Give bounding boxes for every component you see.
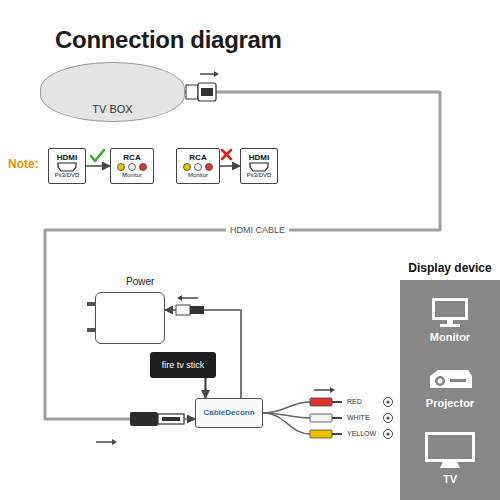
node-label: HDMI [249, 153, 269, 162]
icon-holder [423, 430, 477, 470]
hdmi-port-box: HDMI Ps3/DVD [48, 148, 86, 184]
usb-plug [176, 305, 204, 315]
edge-label: HDMI CABLE [226, 225, 289, 235]
node-label: HDMI [57, 153, 77, 162]
plug-in-connector [205, 378, 207, 398]
direction-arrow [200, 71, 219, 77]
note-label: Note: [8, 158, 39, 172]
direction-arrow [86, 165, 110, 167]
rca-socket-icons [384, 398, 393, 439]
rca-port-box: RCA Monitor [176, 148, 220, 184]
node-label: fire tv stick [162, 360, 205, 370]
rca-cables [263, 398, 342, 438]
check-mark [91, 150, 104, 161]
icon-holder [248, 162, 270, 172]
adapter-prongs [87, 302, 95, 332]
icon-holder [179, 162, 217, 172]
node-label: Power [126, 276, 154, 288]
projector-device: Projector [405, 358, 495, 418]
direction-arrow [314, 387, 335, 393]
converter-box: CableDeconn [195, 398, 263, 428]
direction-arrow [220, 165, 240, 167]
node-label: Projector [426, 397, 474, 410]
direction-arrow [96, 439, 117, 445]
tv-device: TV [405, 424, 495, 492]
fire-tv-stick: fire tv stick [150, 352, 216, 378]
icon-holder [56, 162, 78, 172]
monitor-device: Monitor [405, 290, 495, 350]
node-sublabel: Ps3/DVD [55, 172, 80, 179]
icon-holder [428, 296, 472, 328]
rca-port-box: RCA Monitor [110, 148, 154, 184]
hdmi-icon [56, 162, 78, 172]
node-label: Monitor [430, 331, 470, 344]
direction-arrow [177, 295, 198, 301]
hdmi-icon [248, 162, 270, 172]
cross-mark [222, 150, 231, 159]
node-sublabel: Ps3/DVD [247, 172, 272, 179]
node-label: TV BOX [92, 103, 132, 116]
node-sublabel: Monitor [188, 172, 208, 179]
rca-color-label: WHITE [347, 414, 370, 422]
hdmi-port-box: HDMI Ps3/DVD [240, 148, 278, 184]
hdmi-cable [45, 92, 440, 419]
node-label: TV [443, 473, 457, 486]
diagram-title: Connection diagram [55, 26, 282, 54]
rca-color-label: YELLOW [347, 430, 376, 438]
node-label: RCA [123, 153, 140, 162]
icon-holder [113, 162, 151, 172]
icon-holder [426, 366, 474, 394]
rca-color-label: RED [347, 398, 362, 406]
tv-box: TV BOX [40, 62, 185, 122]
node-sublabel: Monitor [122, 172, 142, 179]
display-panel: Display deviceMonitorProjectorTV [400, 258, 500, 500]
monitor-icon [428, 296, 472, 328]
node-label: RCA [189, 153, 206, 162]
tvbox-hdmi-plug [186, 83, 216, 101]
tv-icon [423, 430, 477, 470]
hdmi-plug [130, 412, 184, 426]
projector-icon [426, 366, 474, 394]
node-label: CableDeconn [203, 408, 254, 417]
power-adapter: Power [95, 292, 165, 344]
rca-icon [113, 162, 151, 172]
node-label: Display device [400, 258, 500, 280]
rca-icon [179, 162, 217, 172]
